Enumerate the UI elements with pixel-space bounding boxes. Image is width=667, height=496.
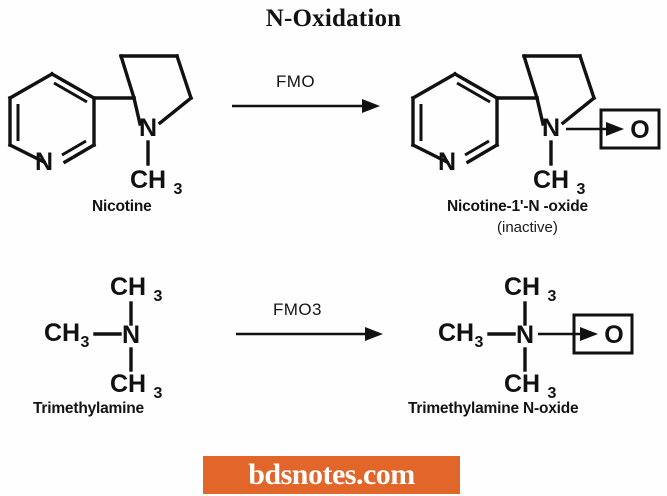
enzyme-label-fmo: FMO [276,72,315,91]
pyrrolidine-ring-product: N CH 3 [521,53,597,198]
tmano-nitrogen-atom: N [516,321,534,349]
pyrrolidine-ring: N CH 3 [118,53,194,198]
enzyme-label-fmo3: FMO3 [273,300,322,319]
tma-top-methyl-label: CH [110,273,146,301]
tmano-left-methyl-subscript: 3 [475,334,484,351]
oxide-arrowhead [606,122,624,136]
tma-top-methyl-subscript: 3 [154,288,163,305]
tmano-oxide-oxygen-atom: O [604,321,623,349]
tma-bottom-methyl-label: CH [110,370,146,398]
tma-left-methyl-subscript: 3 [81,334,90,351]
tma-nitrogen-atom: N [122,321,140,349]
n-methyl-label: CH [130,166,166,194]
n-methyl-subscript: 3 [174,181,183,198]
pyrrolidine-nitrogen-atom: N [139,114,157,142]
nicotine-structure: N N CH 3 [7,53,194,198]
tmano-top-methyl-subscript: 3 [548,288,557,305]
reaction-arrow-fmo [232,99,380,113]
tmano-bottom-methyl-subscript: 3 [548,385,557,402]
tmano-bottom-methyl-label: CH [504,370,540,398]
tmano-oxide-arrowhead [580,327,598,341]
reaction-arrow-fmo3 [236,327,383,341]
n-methyl-subscript-product: 3 [577,181,586,198]
watermark-banner: bdsnotes.com [203,456,460,494]
tma-left-methyl-label: CH [44,319,80,347]
compound-label-nicotine: Nicotine [92,198,152,215]
pyridine-nitrogen-atom: N [35,148,53,176]
tmano-left-methyl-label: CH [438,319,474,347]
compound-label-trimethylamine-n-oxide: Trimethylamine N-oxide [408,400,579,417]
oxide-oxygen-atom: O [630,116,649,144]
pyridine-nitrogen-atom-product: N [438,148,456,176]
n-oxide-highlight-box: O [566,108,661,150]
watermark-text: bdsnotes.com [248,458,415,491]
tma-bottom-methyl-subscript: 3 [154,385,163,402]
compound-note-inactive: (inactive) [497,219,558,236]
pyridine-ring-product: N [410,71,500,176]
tmano-oxide-highlight-box: O [538,313,634,355]
trimethylamine-structure: CH 3 CH 3 N CH 3 [44,273,163,402]
pyridine-ring: N [7,71,97,176]
trimethylamine-n-oxide-structure: CH 3 CH 3 N CH 3 O [438,273,634,402]
compound-label-trimethylamine: Trimethylamine [33,400,144,417]
n-methyl-label-product: CH [533,166,569,194]
pyrrolidine-nitrogen-atom-product: N [542,114,560,142]
page-title: N-Oxidation [265,5,402,32]
arrowhead [362,99,380,113]
compound-label-nicotine-n-oxide: Nicotine-1'-N -oxide [447,198,588,215]
nicotine-n-oxide-structure: N N CH 3 O [410,53,661,198]
arrowhead-2 [365,327,383,341]
tmano-top-methyl-label: CH [504,273,540,301]
